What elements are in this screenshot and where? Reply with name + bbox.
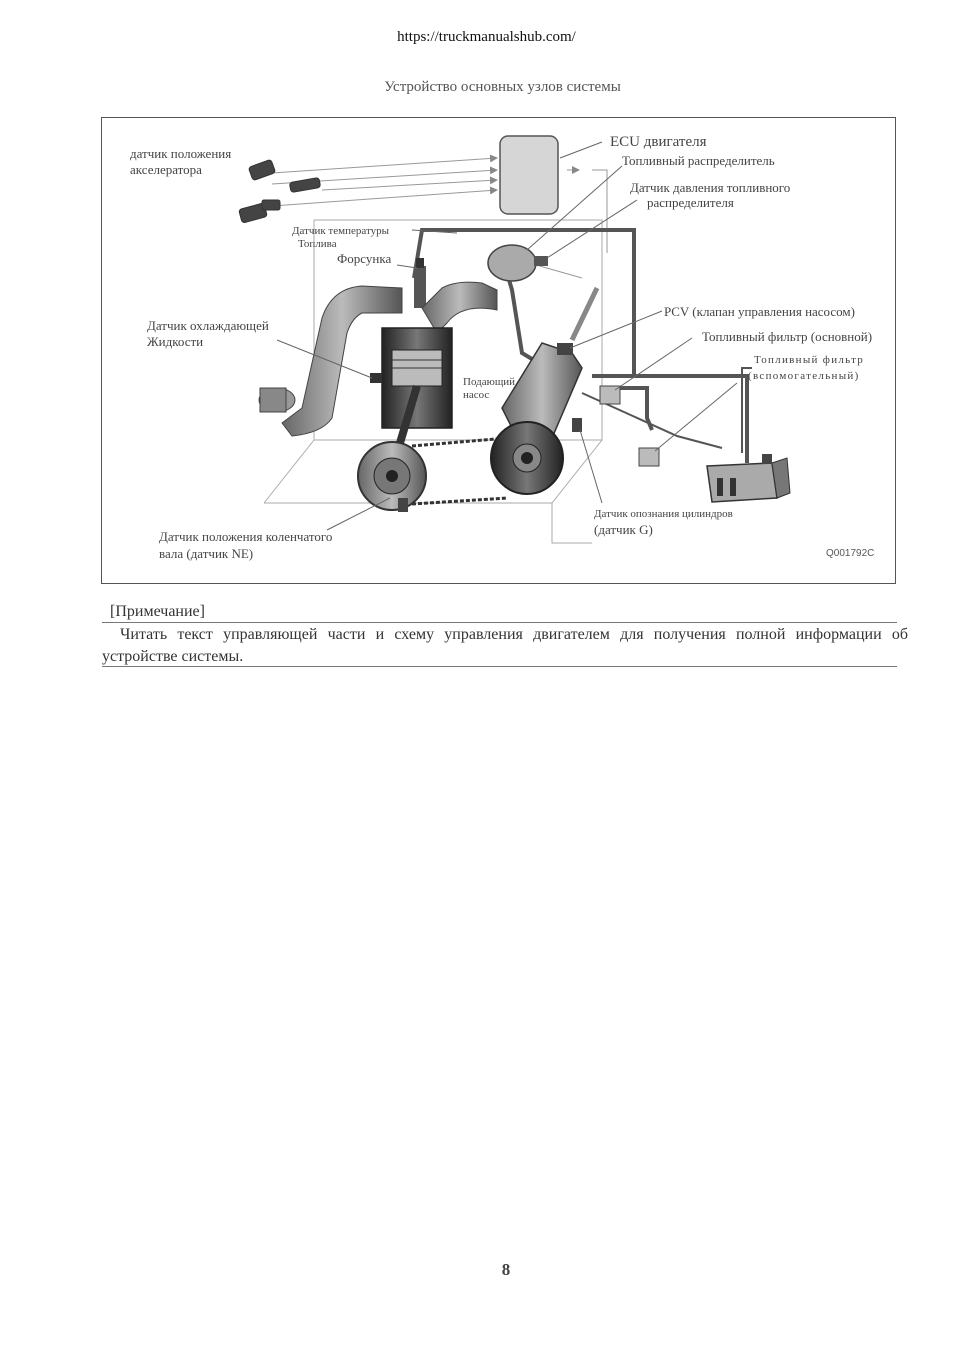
label-ecu: ECU двигателя: [610, 134, 707, 150]
fuel-rail: [487, 244, 537, 282]
label-fuel-temp-1: Датчик температуры: [292, 225, 389, 237]
label-supply-pump-2: насос: [463, 389, 490, 401]
label-crank-sensor-1: Датчик положения коленчатого: [159, 529, 333, 544]
system-diagram: датчик положения акселератора ECU двигат…: [101, 117, 896, 584]
note-text: Читать текст управляющей части и схему у…: [102, 626, 908, 665]
aux-fuel-filter: [638, 447, 660, 467]
label-aux-filter-2: (вспомогательный): [748, 370, 860, 382]
label-rail-pressure-2: распределителя: [647, 195, 734, 210]
label-injector: Форсунка: [337, 251, 392, 266]
section-title: Устройство основных узлов системы: [384, 79, 621, 95]
label-coolant-sensor-2: Жидкости: [147, 334, 204, 349]
page-number: 8: [501, 1260, 511, 1279]
figure-code: Q001792C: [826, 548, 875, 559]
note-heading: [Примечание]: [110, 603, 205, 620]
label-accelerator-sensor-1: датчик положения: [130, 146, 232, 161]
label-cylinder-sensor-1: Датчик опознания цилиндров: [594, 508, 733, 520]
label-aux-filter-1: Топливный фильтр: [754, 354, 865, 366]
label-cylinder-sensor-2: (датчик G): [594, 522, 653, 537]
label-main-filter: Топливный фильтр (основной): [702, 329, 873, 344]
diagram-drawing: [238, 135, 791, 544]
note-bottom-rule: [102, 666, 897, 667]
main-fuel-filter: [599, 385, 621, 405]
ecu-unit: [499, 135, 559, 215]
label-accelerator-sensor-2: акселератора: [130, 162, 202, 177]
note-top-rule: [102, 622, 897, 623]
label-rail-pressure-1: Датчик давления топливного: [630, 180, 791, 195]
source-url: https://truckmanualshub.com/: [397, 29, 576, 45]
label-coolant-sensor-1: Датчик охлаждающей: [147, 318, 269, 333]
label-supply-pump-1: Подающий: [463, 376, 516, 388]
label-crank-sensor-2: вала (датчик NE): [159, 546, 254, 561]
label-fuel-rail: Топливный распределитель: [622, 153, 775, 168]
label-pcv: PCV (клапан управления насосом): [664, 304, 855, 319]
label-fuel-temp-2: Топлива: [298, 238, 337, 250]
